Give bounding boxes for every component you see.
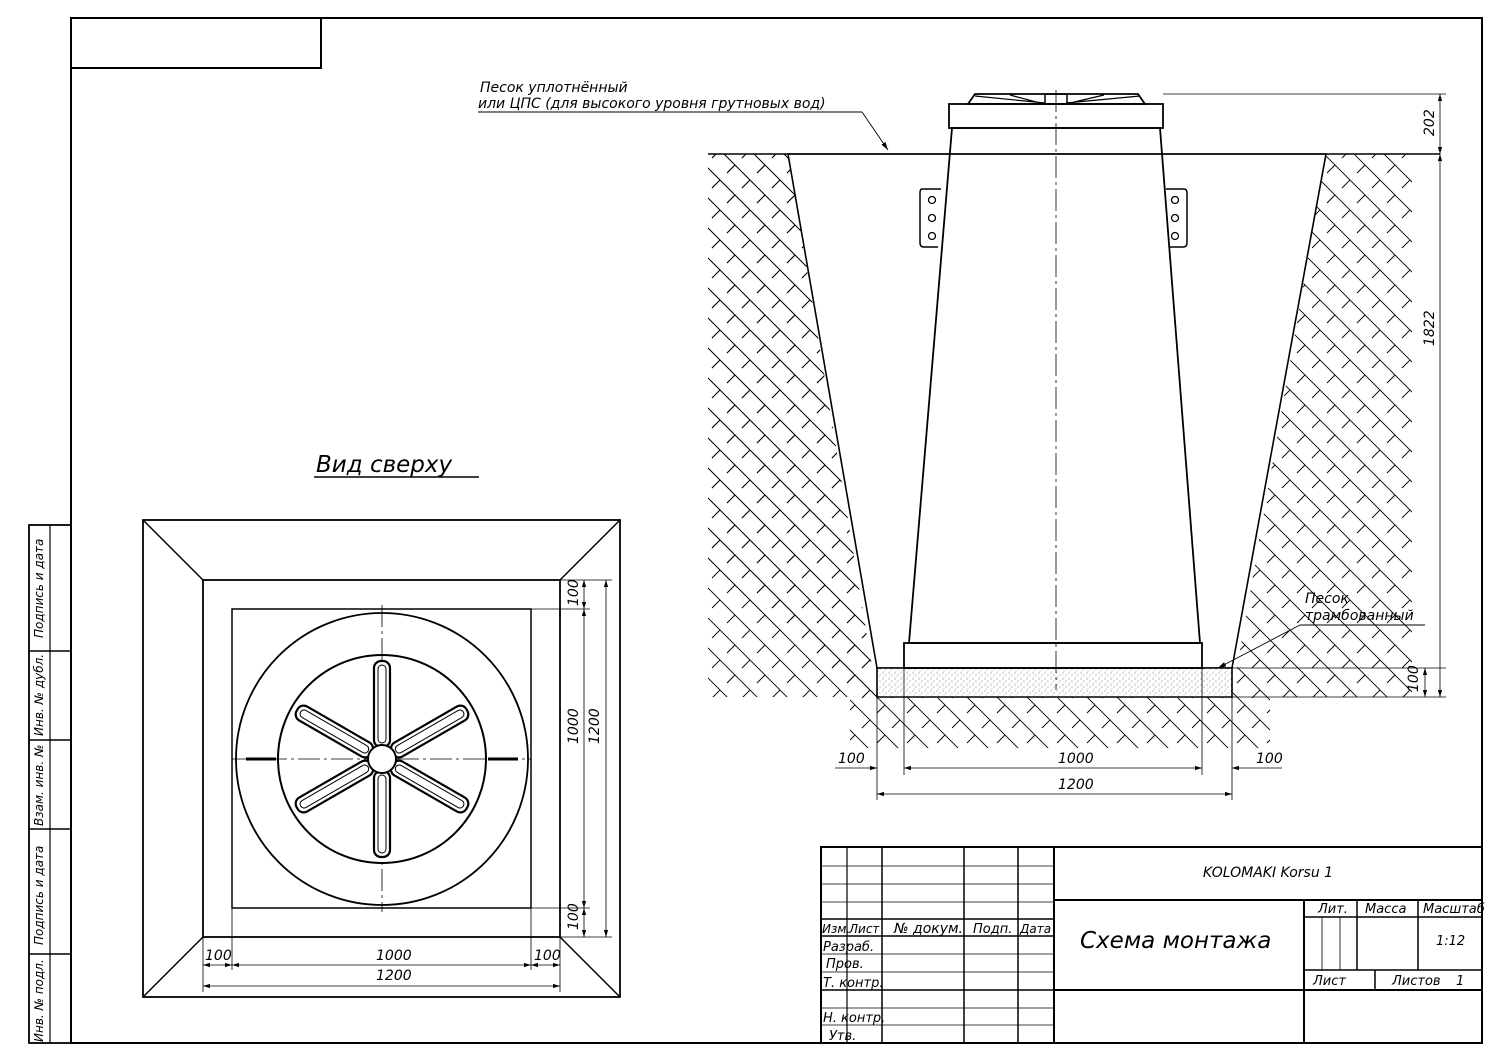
dim-top-width-inner: 1000 [376,948,412,964]
role-razrab: Разраб. [823,940,874,955]
dim-top-top-offset: 100 [566,579,582,606]
product-name: KOLOMAKI Korsu 1 [1203,865,1333,881]
lit-label: Лит. [1317,902,1348,917]
sheets-value: 1 [1456,974,1464,989]
dim-top-right-offset: 100 [534,948,561,964]
well-body [908,127,1201,644]
stamp-row-5: Инв. № подл. [32,959,46,1042]
section-dims-horizontal: 100 1000 100 1200 [835,668,1283,800]
col-header-date: Дата [1019,922,1051,936]
scale-label: Масштаб [1423,902,1485,917]
pit-base [202,579,561,938]
col-header-doc: № докум. [893,921,963,937]
dim-top-height-total: 1200 [587,708,603,744]
dim-section-width-inner: 1000 [1058,751,1094,767]
dim-section-width-total: 1200 [1058,777,1094,793]
role-utv: Утв. [829,1029,856,1044]
dim-section-right-offset: 100 [1256,751,1283,767]
side-stamp: Подпись и дата Инв. № дубл. Взам. инв. №… [28,524,72,1044]
mass-label: Масса [1365,902,1406,917]
dim-top-width-total: 1200 [376,968,412,984]
role-t-kontr: Т. контр. [823,976,883,991]
sand-backfill [787,153,1327,669]
dim-depth: 1822 [1422,310,1438,346]
role-prov: Пров. [826,957,864,972]
dim-top-bottom-offset: 100 [566,903,582,930]
callout-sand-top-line2: или ЦПС (для высокого уровня грутновых в… [478,96,826,112]
title-block: Изм. Лист № докум. Подп. Дата Разраб. Пр… [820,846,1485,1044]
dim-base-height: 100 [1406,665,1422,692]
callout-sand-bottom-line1: Песок [1305,591,1349,607]
stamp-row-3: Взам. инв. № [32,745,46,826]
sheet-label: Лист [1312,974,1346,989]
callout-sand-bottom: Песок трамбованный [1217,591,1425,669]
role-n-kontr: Н. контр. [823,1011,885,1026]
top-view: Вид сверху [142,452,621,998]
section-dims-vertical: 202 1822 100 [1163,93,1446,698]
dim-top-left-offset: 100 [205,948,232,964]
pit-outline [142,519,621,998]
callout-sand-top-line1: Песок уплотнённый [480,80,628,96]
drawing-title: Схема монтажа [1080,928,1271,954]
dim-lid-height: 202 [1422,109,1438,136]
lifting-lug-left [919,188,941,248]
stamp-row-2: Инв. № дубл. [32,654,46,736]
callout-sand-top: Песок уплотнённый или ЦПС (для высокого … [478,80,889,151]
top-view-dims-horizontal: 100 1000 100 1200 [202,908,561,992]
col-header-sign: Подп. [973,922,1012,937]
col-header-list: Лист [848,922,880,936]
base-plate [231,608,532,909]
stamp-row-1: Подпись и дата [32,539,46,638]
col-header-izm: Изм. [822,922,850,936]
lifting-lug-right [1166,188,1188,248]
dim-top-height-inner: 1000 [566,708,582,744]
well-lid [966,93,1147,105]
scale-value: 1:12 [1436,934,1465,949]
well-bottom [903,642,1203,669]
callout-sand-bottom-line2: трамбованный [1305,608,1414,624]
stamp-row-4: Подпись и дата [32,846,46,945]
sand-base [876,667,1233,698]
lid-spokes [294,659,470,859]
top-view-title: Вид сверху [316,452,453,478]
top-view-dims-vertical: 100 1000 100 1200 [531,579,612,938]
dim-section-left-offset: 100 [838,751,865,767]
section-view: Песок уплотнённый или ЦПС (для высокого … [478,80,1446,800]
sheets-label: Листов [1391,974,1441,989]
